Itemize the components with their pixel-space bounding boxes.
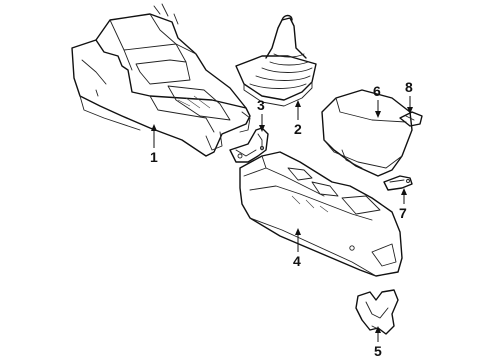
rear-bracket bbox=[355, 289, 399, 335]
arrowhead-2 bbox=[295, 100, 301, 107]
arrowhead-4 bbox=[295, 228, 301, 235]
arrowhead-5 bbox=[375, 326, 381, 333]
rear-console bbox=[239, 151, 403, 277]
arrowhead-6 bbox=[375, 111, 381, 118]
callout-4: 4 bbox=[293, 253, 301, 269]
lid-latch bbox=[383, 175, 413, 191]
callout-6: 6 bbox=[373, 83, 381, 99]
callout-8: 8 bbox=[405, 79, 413, 95]
callout-3: 3 bbox=[257, 97, 265, 113]
arrowhead-3 bbox=[259, 125, 265, 132]
arrowhead-1 bbox=[151, 124, 157, 131]
callouts: 1 2 3 4 5 6 7 8 bbox=[150, 79, 413, 359]
arrowhead-8 bbox=[407, 107, 413, 114]
front-console bbox=[71, 3, 251, 157]
callout-5: 5 bbox=[374, 343, 382, 359]
leader-lines bbox=[151, 96, 413, 342]
shift-boot bbox=[235, 14, 317, 107]
callout-1: 1 bbox=[150, 149, 158, 165]
callout-2: 2 bbox=[294, 121, 302, 137]
arrowhead-7 bbox=[401, 188, 407, 195]
callout-7: 7 bbox=[399, 205, 407, 221]
front-bracket bbox=[229, 127, 269, 163]
armrest-lid bbox=[321, 89, 413, 177]
